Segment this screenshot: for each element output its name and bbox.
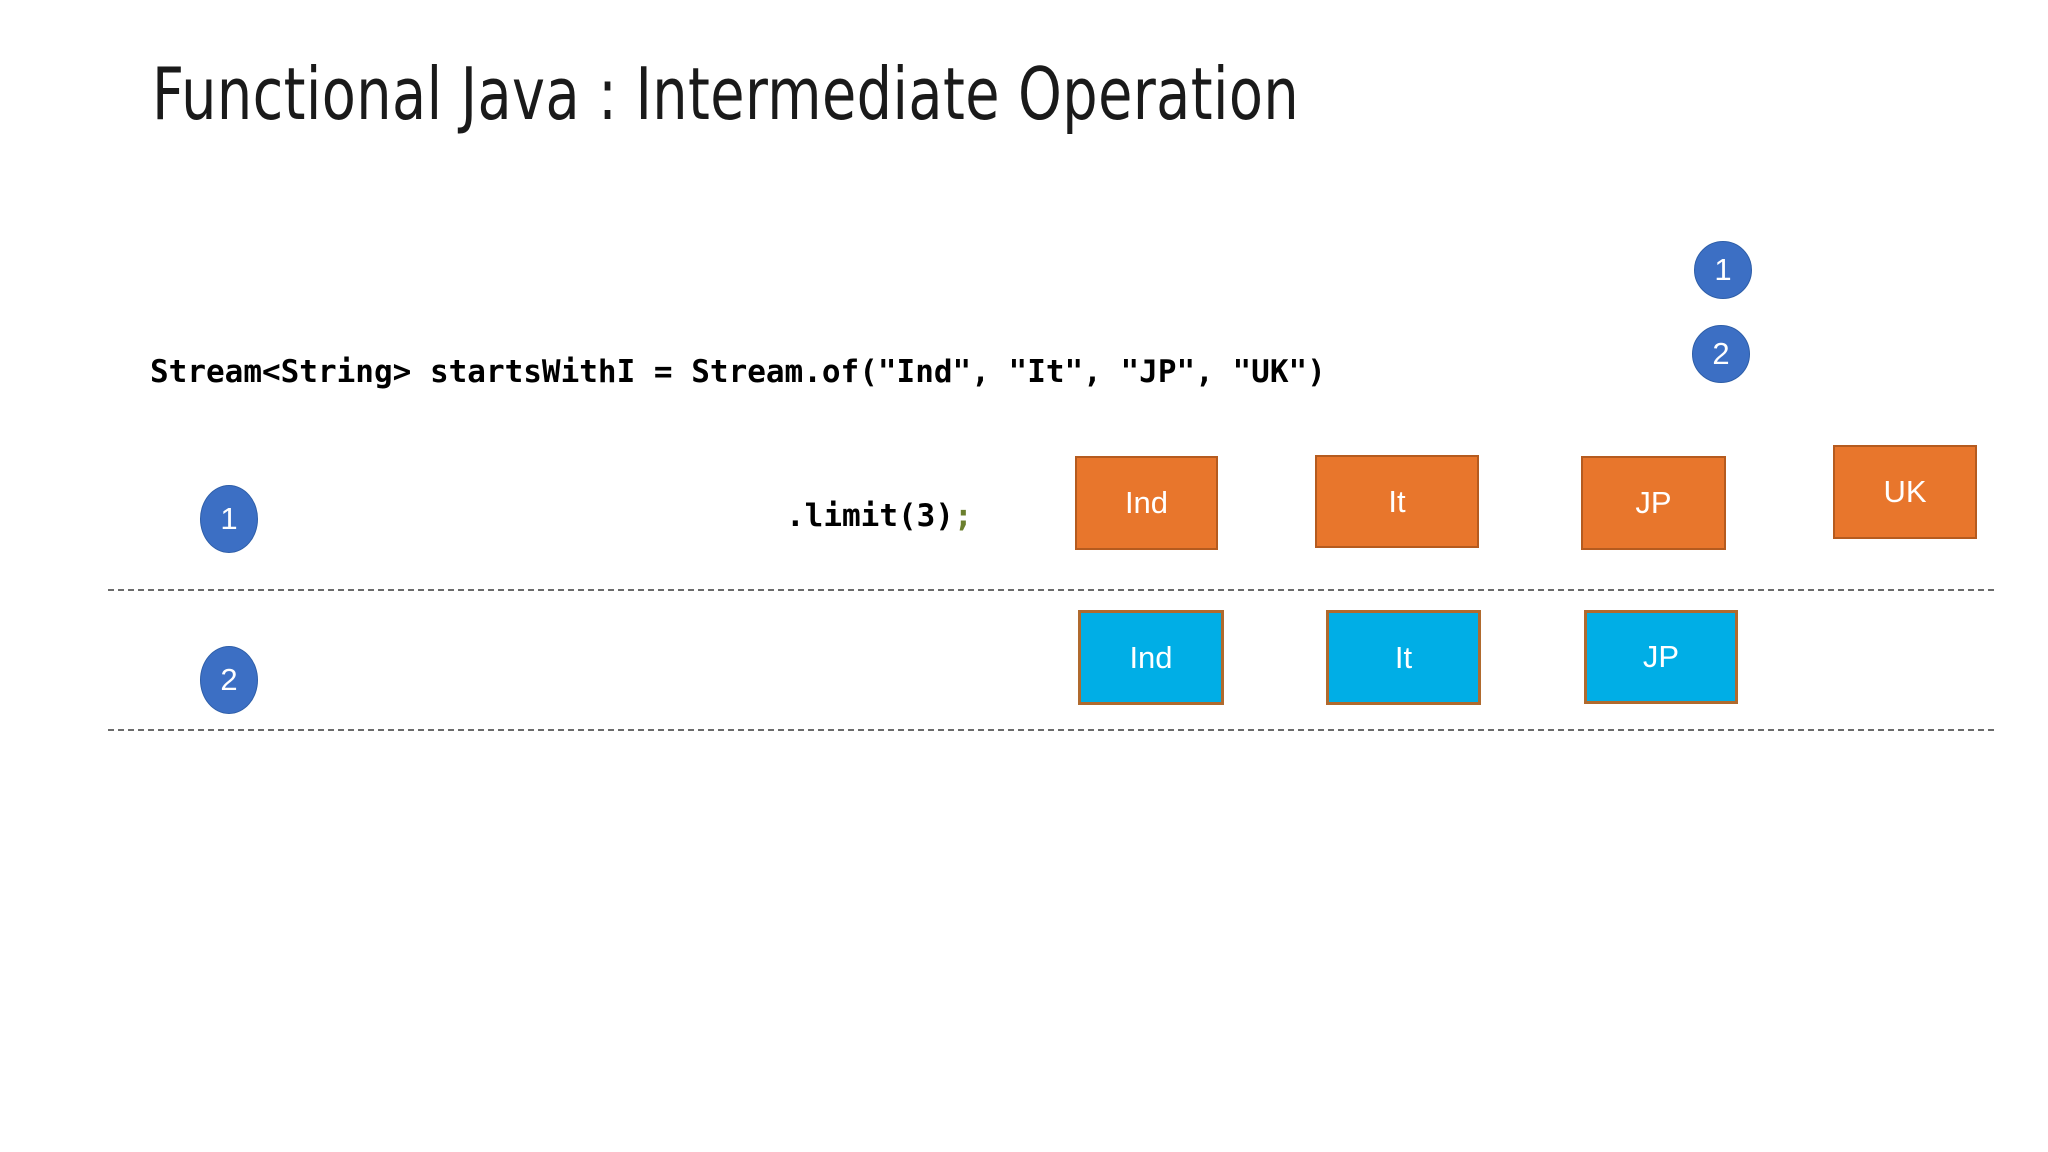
stream-box-source-it: It	[1315, 455, 1479, 548]
stream-box-source-uk: UK	[1833, 445, 1977, 539]
row-separator-2	[108, 729, 1994, 731]
stream-box-limited-jp: JP	[1584, 610, 1738, 704]
code-snippet: Stream<String> startsWithI = Stream.of("…	[150, 252, 1326, 588]
code-line-1: Stream<String> startsWithI = Stream.of("…	[150, 354, 1326, 390]
callout-badge-1: 1	[1694, 241, 1752, 299]
stream-box-limited-it: It	[1326, 610, 1481, 705]
code-statement-terminator: ;	[953, 498, 973, 534]
stream-box-limited-ind: Ind	[1078, 610, 1224, 705]
row-separator-1	[108, 589, 1994, 591]
stream-box-source-ind: Ind	[1075, 456, 1218, 550]
stream-box-source-jp: JP	[1581, 456, 1726, 550]
row-badge-1: 1	[200, 485, 258, 553]
page-title: Functional Java : Intermediate Operation	[152, 52, 1300, 136]
row-badge-2: 2	[200, 646, 258, 714]
callout-badge-2: 2	[1692, 325, 1750, 383]
code-line-2-call: .limit(3)	[786, 498, 954, 534]
code-line-2: .limit(3);	[150, 492, 1326, 540]
